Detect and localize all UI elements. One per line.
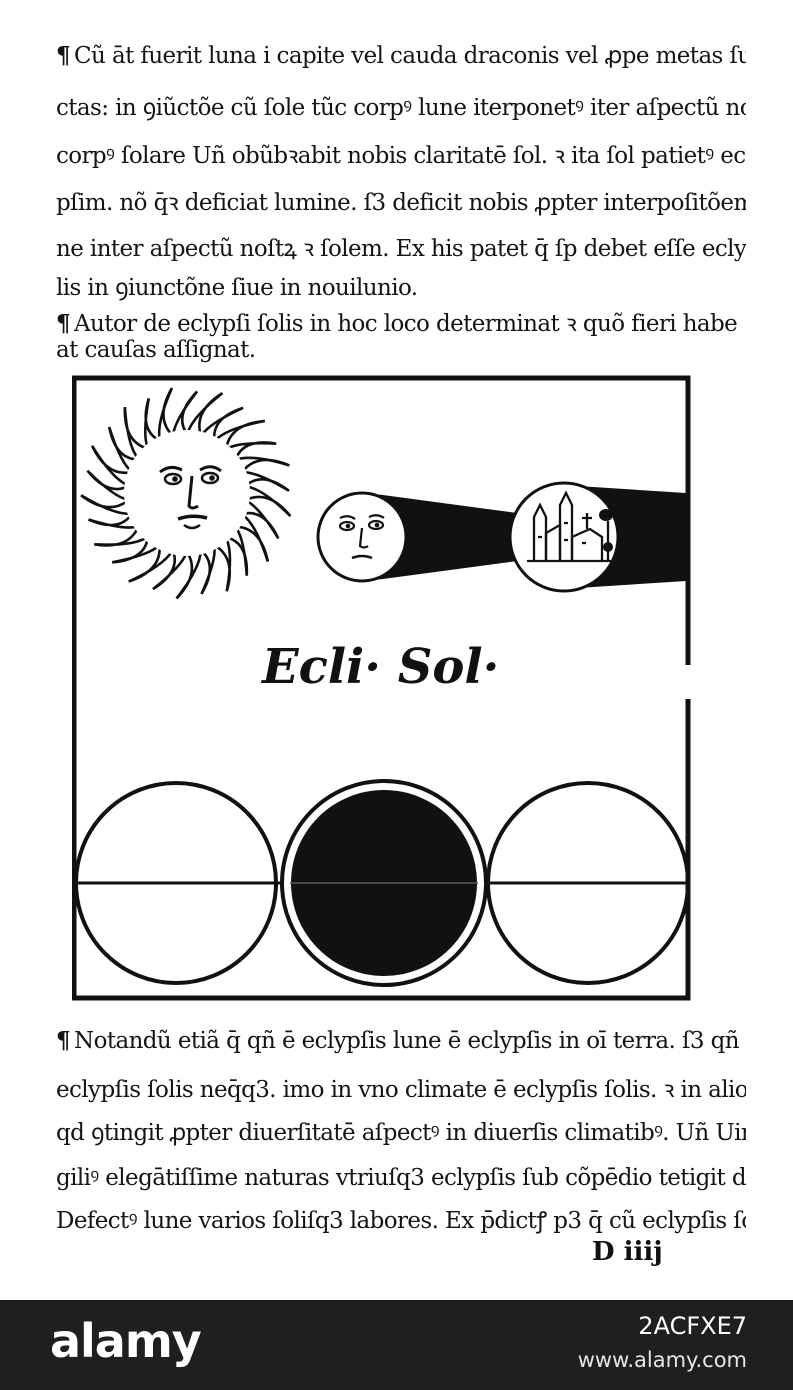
book-page: ¶Cũ āt fuerit luna i capite vel cauda dr… <box>56 42 746 1267</box>
watermark-url: www.alamy.com <box>577 1348 747 1372</box>
sun-ray <box>86 469 129 502</box>
text-line-2: ctas: in ꝯiũctõe cũ ſole tũc corpꝰ lune … <box>56 95 746 121</box>
sun-ray <box>199 544 216 595</box>
pilcrow-mark: ¶ <box>56 42 71 69</box>
watermark-image-id: 2ACFXE7 <box>638 1312 747 1340</box>
text-line-3: corpꝰ ſolare Uñ obũbꝛabit nobis claritat… <box>56 143 746 169</box>
text-line-7: ¶Autor de eclypſi ſolis in hoc loco dete… <box>56 310 738 337</box>
phase-circle-right <box>486 781 690 985</box>
sun-ray <box>128 544 174 583</box>
sun-ray <box>111 536 161 564</box>
earth-town-icon <box>508 481 686 593</box>
eclipse-woodcut: Ecli· Sol· <box>72 375 692 1001</box>
sun-ray <box>241 471 290 492</box>
text-line-10: eclypſis ſolis neq̄q3. imo in vno climat… <box>56 1077 746 1103</box>
sun-ray <box>143 398 161 450</box>
watermark-logo: alamy <box>50 1314 202 1368</box>
moon-face-icon <box>316 491 522 583</box>
text-line-4: pſim. nõ q̄ꝛ deficiat lumine. ſ3 deficit… <box>56 190 746 216</box>
eclipse-phases <box>74 779 690 987</box>
sun-ray <box>90 445 133 487</box>
sun-ray <box>175 549 203 600</box>
sun-ray <box>94 525 149 547</box>
text-line-12: giliꝰ elegātiſſime naturas vtriuſq3 ecly… <box>56 1165 746 1191</box>
sun-ray <box>225 441 277 461</box>
sun-ray <box>213 536 232 592</box>
sun-ray <box>213 419 266 450</box>
sun-ray <box>185 391 224 437</box>
pilcrow-mark: ¶ <box>56 310 71 337</box>
text-line-11: qd ꝯtingit ꝓpter diuerſitatē aſpectꝰ in … <box>56 1120 746 1146</box>
text-line-6: lis in ꝯiunctõne ſiue in nouilunio. <box>56 275 418 301</box>
watermark-bar: alamy 2ACFXE7 www.alamy.com <box>0 1300 793 1390</box>
text-line-8: at cauſas aſſignat. <box>56 337 256 363</box>
figure-caption: Ecli· Sol· <box>260 639 499 695</box>
sun-ray <box>224 525 249 576</box>
sun-ray <box>152 549 189 591</box>
sun-ray <box>200 406 244 442</box>
sun-ray <box>234 456 290 474</box>
text-line-9: ¶Notandũ etiã q̄ qñ ē eclypſis lune ē ec… <box>56 1027 746 1054</box>
text-line-13: Defectꝰ lune varios ſoliſq3 labores. Ex … <box>56 1208 746 1234</box>
text-line-1: ¶Cũ āt fuerit luna i capite vel cauda dr… <box>56 42 746 69</box>
sun-ray <box>245 484 292 518</box>
folio-signature: D iiij <box>592 1237 663 1267</box>
sun-face-icon <box>80 387 292 600</box>
sun-ray <box>123 407 150 461</box>
sun-ray <box>87 512 140 529</box>
sun-ray <box>107 426 140 474</box>
text-line-5: ne inter aſpectũ noſtꝝ ꝛ ſolem. Ex his p… <box>56 236 746 262</box>
sun-ray <box>80 494 133 515</box>
woodcut-svg: Ecli· Sol· <box>72 375 692 1001</box>
sun-ray <box>157 387 175 442</box>
sun-ray <box>241 499 280 540</box>
phase-circle-left <box>74 781 278 985</box>
sun-ray <box>234 512 270 562</box>
frame-gap <box>682 665 692 699</box>
pilcrow-mark: ¶ <box>56 1027 71 1054</box>
sun-ray <box>171 390 199 437</box>
